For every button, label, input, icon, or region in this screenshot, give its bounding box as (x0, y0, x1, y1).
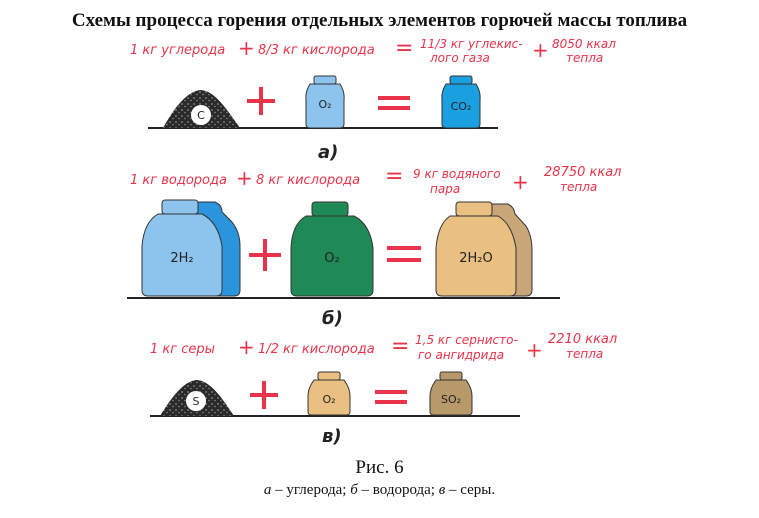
water-jar-icon: 2H₂O (435, 201, 533, 297)
row-b-label: б) (322, 308, 343, 329)
legend-letter-a: а (263, 482, 272, 498)
row-c-jar3-label: SO₂ (441, 393, 461, 406)
row-b-jar2-label: O₂ (324, 251, 339, 266)
equals-icon (378, 96, 410, 110)
row-c-label: в) (322, 426, 342, 447)
row-a-equals-text: = (395, 36, 414, 61)
row-a-reactant2-text: 8/3 кг кислорода (258, 43, 375, 58)
diagram-title: Схемы процесса горения отдельных элемент… (71, 10, 688, 31)
row-a-product-line2: лого газа (430, 51, 490, 65)
row-a-heat-line2: тепла (566, 51, 604, 65)
row-a-reactant1-text: 1 кг углерода (130, 43, 226, 58)
row-b-reactant1-text: 1 кг водорода (130, 173, 227, 188)
oxygen-jar-icon: O₂ (305, 75, 345, 129)
row-c-heat-line1: 2210 ккал (548, 332, 618, 347)
row-a-plus2-text: + (532, 38, 549, 62)
row-a-jar3-label: CO₂ (451, 100, 472, 113)
plus-icon (250, 381, 278, 409)
row-c-jar1-label: S (193, 395, 200, 408)
equals-icon (387, 246, 421, 262)
row-c-product-line1: 1,5 кг сернисто- (415, 333, 518, 347)
row-c-product-line2: го ангидрида (418, 348, 505, 362)
row-b-heat-line1: 28750 ккал (544, 165, 622, 180)
row-b-product-line1: 9 кг водяного (413, 167, 501, 181)
row-c-reactant1-text: 1 кг серы (150, 342, 215, 357)
carbon-heap-icon: C (163, 90, 240, 128)
figure-legend: а – углерода; б – водорода; в – серы. (0, 482, 759, 499)
so2-jar-icon: SO₂ (429, 371, 473, 416)
row-b-plus-text: + (236, 166, 253, 190)
row-c-equals-text: = (391, 334, 410, 359)
row-c-heat-line2: тепла (566, 347, 604, 361)
row-a-jar2-label: O₂ (318, 98, 331, 111)
row-a-product-line1: 11/3 кг углекис- (420, 37, 523, 51)
row-a-label: а) (318, 142, 338, 163)
legend-letter-c: в (438, 482, 446, 498)
row-c-reactant2-text: 1/2 кг кислорода (258, 342, 375, 357)
row-c-jar2-label: O₂ (322, 393, 335, 406)
hydrogen-jar-icon: 2H₂ (141, 199, 241, 297)
row-a-jar1-label: C (197, 109, 205, 122)
oxygen-jar-icon: O₂ (290, 201, 374, 297)
legend-text-c: – серы. (445, 482, 496, 498)
oxygen-jar-icon: O₂ (307, 371, 351, 416)
row-c-plus2-text: + (526, 338, 543, 362)
row-b-equals-text: = (385, 164, 404, 189)
row-a-heat-line1: 8050 ккал (552, 37, 616, 51)
co2-jar-icon: CO₂ (441, 75, 481, 129)
equals-icon (375, 390, 407, 404)
row-c-plus-text: + (238, 335, 255, 359)
legend-text-b: – водорода; (357, 482, 439, 498)
legend-letter-b: б (350, 482, 358, 498)
plus-icon (249, 239, 281, 271)
row-b-plus2-text: + (512, 170, 529, 194)
row-b-jar3-label: 2H₂O (459, 251, 493, 266)
figure-caption: Рис. 6 (355, 457, 404, 478)
row-b-reactant2-text: 8 кг кислорода (256, 173, 361, 188)
row-b-product-line2: пара (430, 182, 461, 196)
plus-icon (247, 87, 275, 115)
row-b-jar1-label: 2H₂ (170, 251, 193, 266)
legend-text-a: – углерода; (271, 482, 351, 498)
sulfur-heap-icon: S (160, 380, 234, 416)
row-b-heat-line2: тепла (560, 180, 598, 194)
row-a-plus-text: + (238, 36, 255, 60)
